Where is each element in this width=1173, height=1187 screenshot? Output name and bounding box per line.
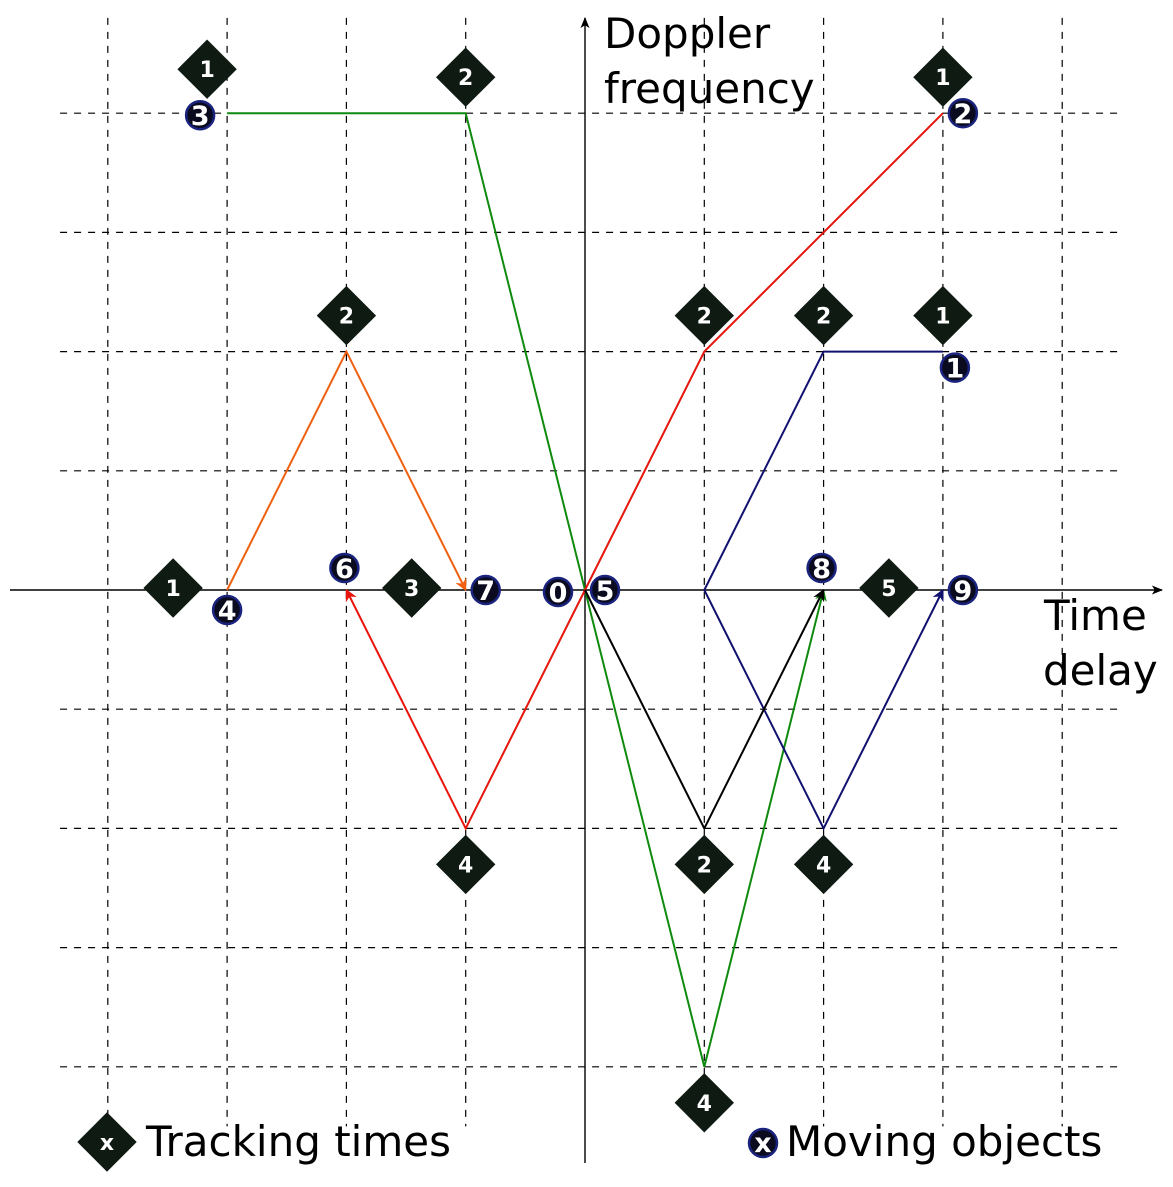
tracking-time-diamond: 5 xyxy=(859,558,919,618)
tracking-time-diamond: 4 xyxy=(436,834,496,895)
tracking-time-label: 1 xyxy=(199,58,214,83)
tracking-time-diamond: 3 xyxy=(382,558,442,618)
moving-object-marker: 2 xyxy=(947,97,979,130)
black-object-path xyxy=(584,588,825,831)
moving-object-label: 8 xyxy=(812,554,831,585)
moving-object-label: 6 xyxy=(335,554,354,585)
tracking-time-diamond: 4 xyxy=(793,834,854,895)
tracking-time-diamond: 2 xyxy=(436,47,496,107)
moving-object-marker: 1 xyxy=(939,352,971,385)
tracking-time-label: 1 xyxy=(935,66,950,91)
moving-object-marker: 0 xyxy=(542,576,574,609)
moving-object-marker: 7 xyxy=(470,574,501,607)
moving-object-label: 3 xyxy=(191,101,210,132)
tracking-time-label: 3 xyxy=(404,577,419,602)
legend: x Tracking times x Moving objects xyxy=(77,1112,1102,1172)
tracking-time-label: 2 xyxy=(816,305,831,330)
tracking-time-label: 2 xyxy=(339,305,354,330)
tracking-time-diamond: 2 xyxy=(674,834,734,895)
x-axis-label-line2: delay xyxy=(1043,646,1158,695)
moving-object-marker: 6 xyxy=(329,552,360,585)
navy-object-path xyxy=(703,350,944,831)
moving-object-marker: 9 xyxy=(947,574,979,607)
moving-object-label: 0 xyxy=(549,578,568,609)
tracking-time-label: 1 xyxy=(935,305,950,330)
legend-tracking-symbol: x xyxy=(100,1131,114,1156)
tracking-time-label: 2 xyxy=(697,305,712,330)
object-paths xyxy=(226,112,944,1068)
moving-object-marker: 4 xyxy=(211,594,243,627)
moving-object-label: 4 xyxy=(218,596,237,627)
tracking-time-label: 2 xyxy=(458,66,473,91)
moving-object-marker: 3 xyxy=(184,99,216,132)
tracking-time-label: 4 xyxy=(458,853,473,878)
tracking-time-label: 4 xyxy=(816,853,831,878)
legend-tracking-diamond-icon: x xyxy=(77,1112,137,1172)
y-axis-label-line1: Doppler xyxy=(604,9,771,58)
tracking-time-diamond: 1 xyxy=(913,285,973,346)
tracking-time-diamond: 2 xyxy=(674,285,734,346)
axes: Doppler frequency Time delay xyxy=(10,9,1164,1163)
tracking-time-label: 1 xyxy=(165,577,180,602)
tracking-time-diamond: 1 xyxy=(143,558,203,618)
tracking-time-diamond: 1 xyxy=(177,39,237,99)
tracking-time-label: 2 xyxy=(697,853,712,878)
y-axis-label-line2: frequency xyxy=(604,64,815,113)
grid xyxy=(60,17,1122,1127)
moving-object-marker: 8 xyxy=(806,552,837,585)
moving-object-marker: 5 xyxy=(589,574,621,607)
moving-object-label: 2 xyxy=(954,99,973,130)
x-axis-label-line1: Time xyxy=(1043,591,1147,640)
moving-object-label: 5 xyxy=(596,576,615,607)
legend-objects-circle-icon: x xyxy=(747,1127,779,1159)
orange-object-path xyxy=(226,349,467,592)
tracking-time-diamond: 2 xyxy=(316,285,377,346)
tracking-time-diamond: 2 xyxy=(793,285,854,346)
moving-object-label: 9 xyxy=(954,576,973,607)
red-object-path xyxy=(345,112,944,831)
tracking-time-label: 5 xyxy=(881,577,896,602)
legend-tracking-label: Tracking times xyxy=(145,1117,451,1166)
legend-objects-label: Moving objects xyxy=(786,1117,1102,1166)
moving-object-label: 1 xyxy=(946,354,965,385)
tracking-time-label: 4 xyxy=(697,1092,712,1117)
tracking-time-diamond: 4 xyxy=(674,1073,734,1133)
moving-object-label: 7 xyxy=(476,576,495,607)
legend-objects-symbol: x xyxy=(754,1128,771,1159)
